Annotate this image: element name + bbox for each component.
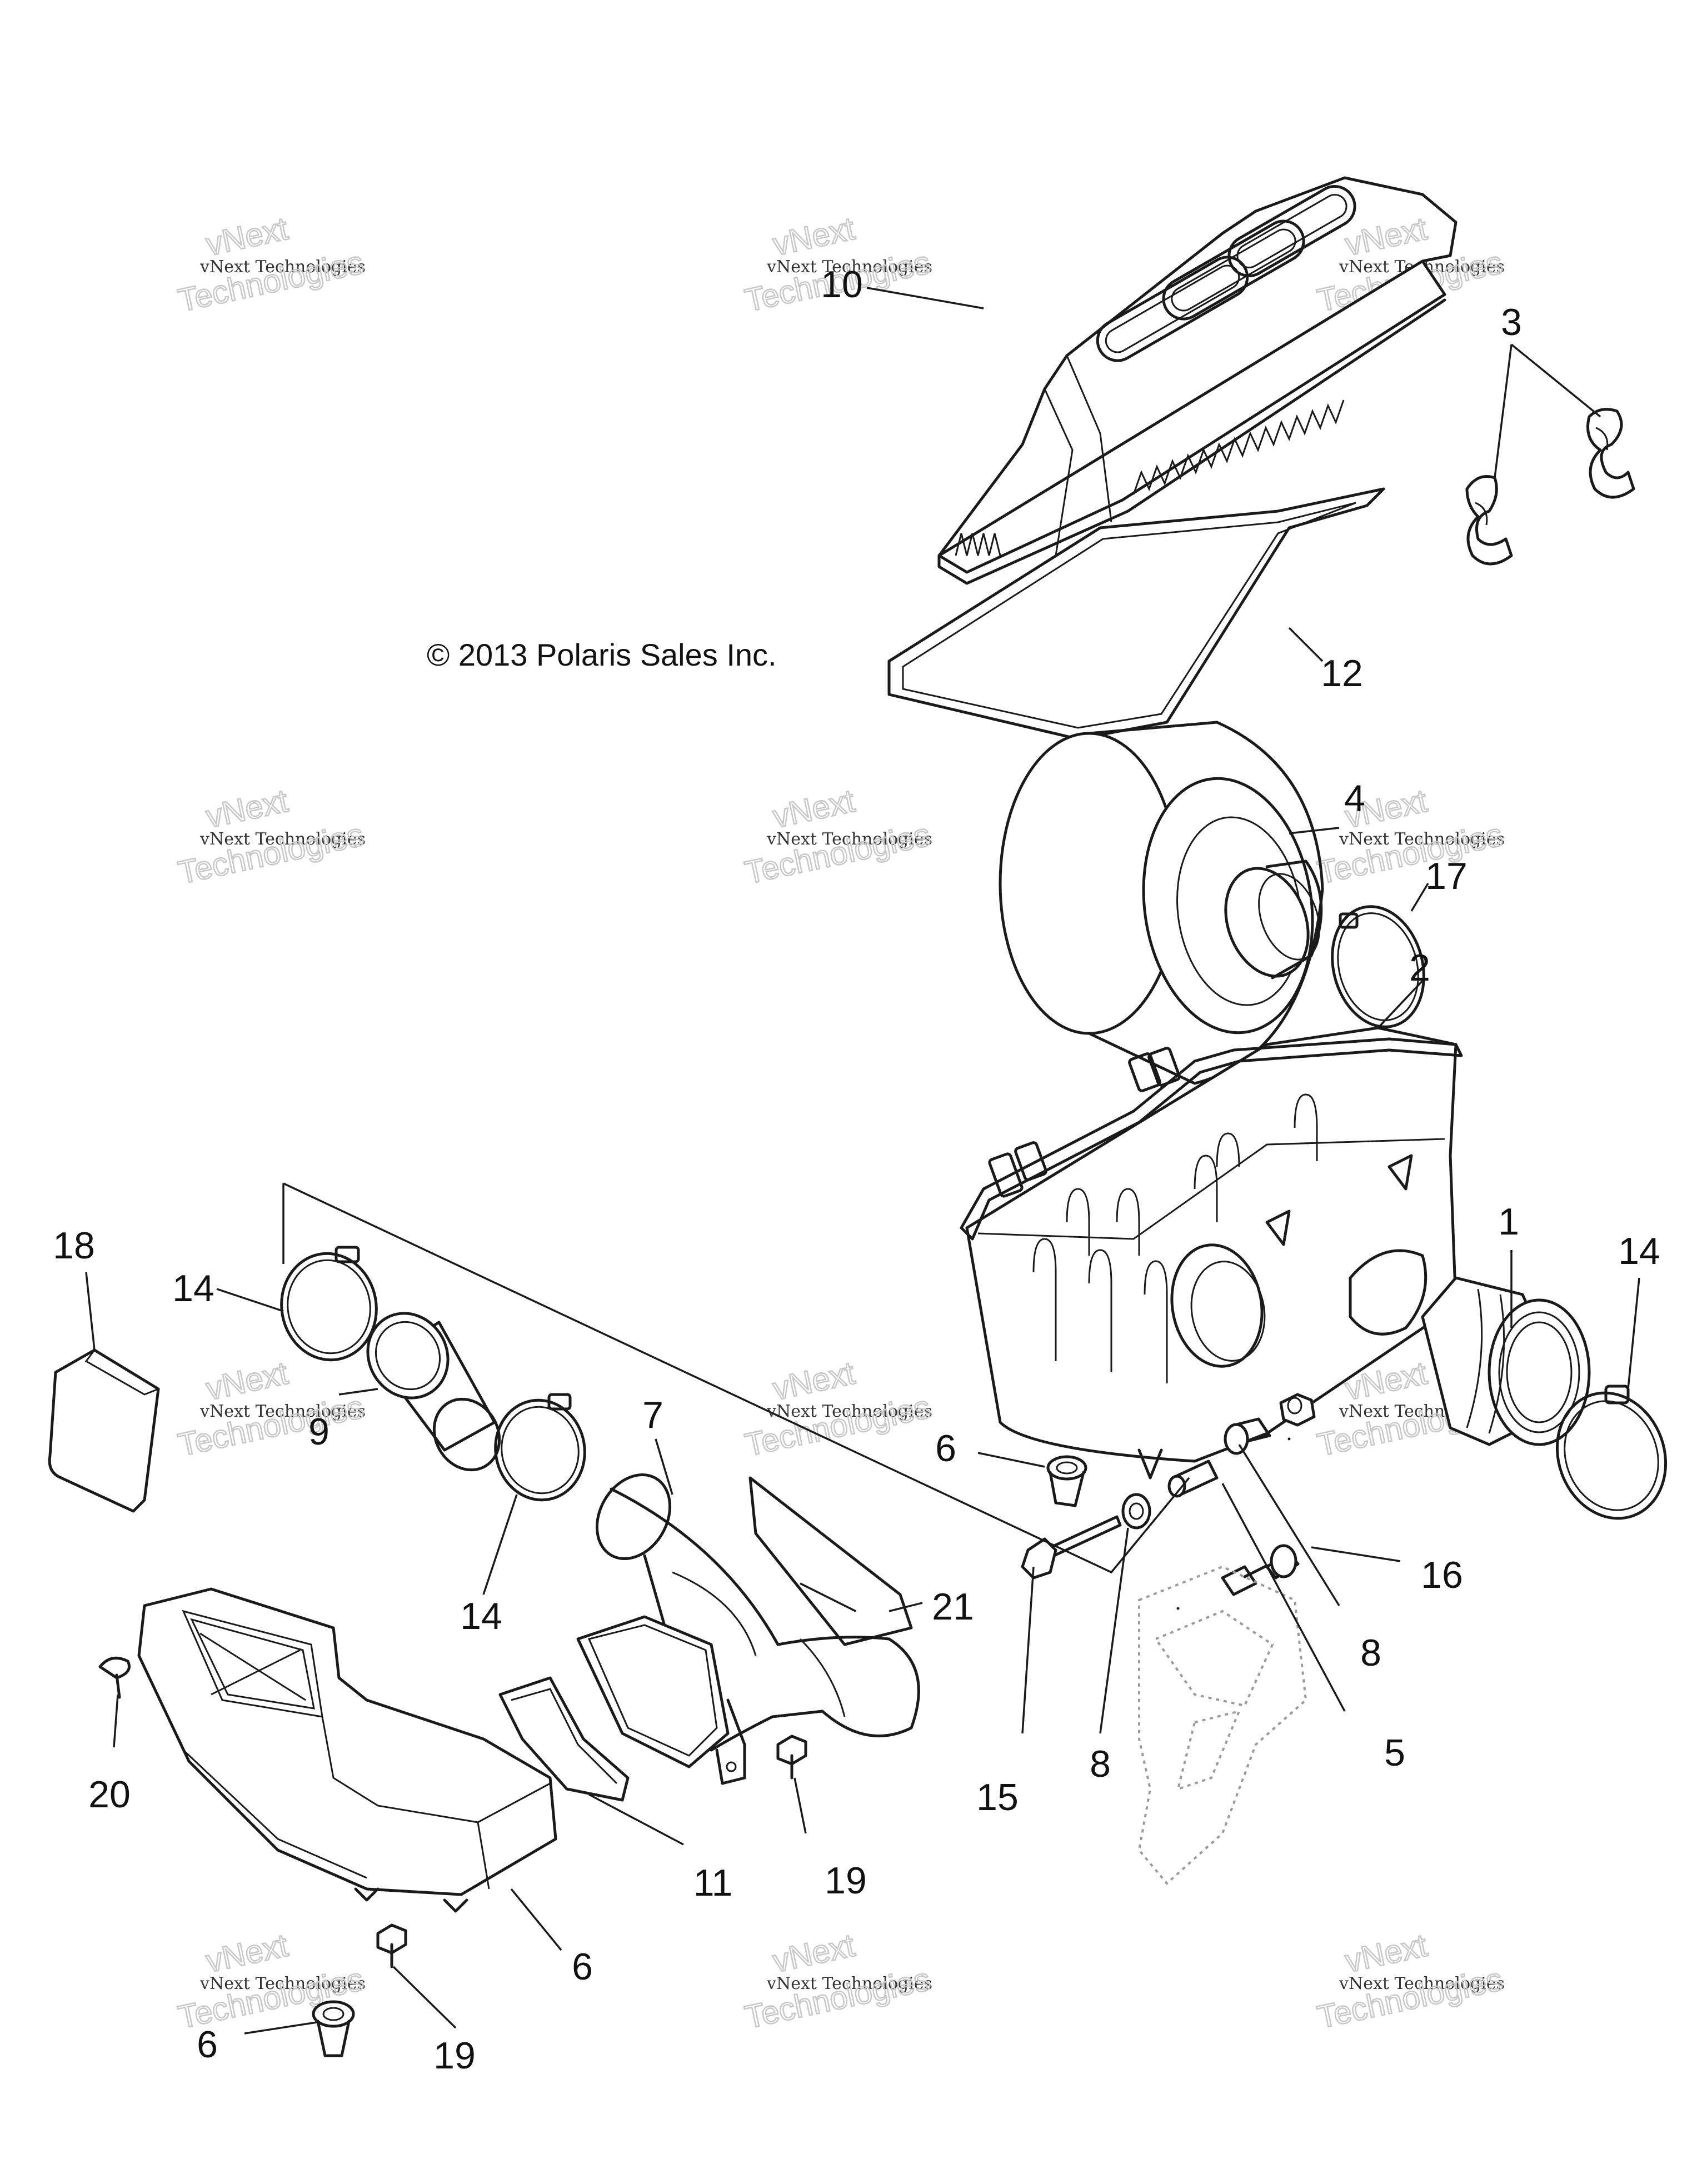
watermark-big-1: vNext	[770, 783, 858, 835]
callout-15: 15	[976, 1776, 1019, 1818]
watermark-small: vNext Technologies	[199, 257, 366, 277]
part-clips	[1465, 408, 1635, 566]
callout-9: 9	[308, 1411, 330, 1453]
watermark: vNext vNext Technologies Technologies	[174, 782, 367, 892]
callout-2: 2	[1409, 947, 1430, 989]
watermark: vNext vNext Technologies Technologies	[741, 1926, 934, 2036]
watermark-big-2: Technologies	[175, 244, 367, 319]
part-intake-duct	[576, 1473, 920, 1785]
assembly-lines	[282, 1182, 1190, 1574]
part-fasteners	[98, 1656, 807, 2057]
watermark-small: vNext Technologies	[1339, 829, 1505, 849]
watermark-big-2: Technologies	[742, 1961, 934, 2036]
callout-10: 10	[821, 263, 863, 306]
part-decal	[748, 1476, 913, 1646]
watermark-small: vNext Technologies	[199, 1402, 366, 1421]
callouts: 10 3 12 4 17 2 1 14 18 14 9 7 6 14 21 16…	[53, 263, 1660, 2077]
watermark-big-2: Technologies	[1314, 1961, 1506, 2036]
leader-lines	[85, 287, 1640, 2035]
watermark-small: vNext Technologies	[199, 829, 366, 849]
watermark: vNext vNext Technologies Technologies	[741, 782, 934, 892]
callout-14: 14	[460, 1595, 502, 1637]
part-airbox-cover	[937, 176, 1458, 585]
watermark-big-1: vNext	[203, 1927, 291, 1980]
callout-3: 3	[1501, 301, 1522, 343]
callout-12: 12	[1321, 652, 1363, 694]
watermark-big-2: Technologies	[742, 817, 934, 891]
callout-5: 5	[1384, 1732, 1405, 1774]
watermark-big-1: vNext	[203, 783, 291, 835]
part-duct-seal	[498, 1676, 630, 1802]
callout-4: 4	[1344, 777, 1365, 819]
watermark: vNext vNext Technologies Technologies	[1314, 782, 1506, 892]
watermark-big-2: Technologies	[175, 817, 367, 891]
part-airbox-seal	[887, 487, 1385, 741]
callout-19: 19	[433, 2035, 476, 2077]
watermark-big-1: vNext	[1342, 211, 1430, 263]
watermark-big-2: Technologies	[1314, 817, 1506, 891]
watermark-small: vNext Technologies	[766, 829, 932, 849]
watermark: vNext vNext Technologies Technologies	[1314, 1926, 1506, 2036]
callout-11: 6	[572, 1946, 593, 1988]
watermark: vNext vNext Technologies Technologies	[174, 209, 367, 319]
part-coupler	[366, 1312, 501, 1472]
callout-18: 18	[53, 1225, 95, 1267]
watermark-small: vNext Technologies	[766, 1974, 932, 1993]
watermark-big-1: vNext	[770, 1355, 858, 1407]
part-hose-clamp	[280, 1246, 378, 1362]
callout-1: 1	[1498, 1201, 1519, 1243]
watermark-big-1: vNext	[770, 1927, 858, 1980]
callout-6: 6	[935, 1427, 956, 1470]
watermark-small: vNext Technologies	[199, 1974, 366, 1993]
part-airbox-base	[960, 1026, 1463, 1480]
callout-17: 17	[1425, 855, 1468, 897]
copyright-notice: © 2013 Polaris Sales Inc.	[427, 637, 777, 672]
part-pad	[48, 1348, 160, 1513]
part-hose-clamp	[494, 1393, 586, 1502]
callout-8: 8	[1090, 1743, 1111, 1785]
watermark-big-1: vNext	[1342, 1927, 1430, 1980]
callout-14: 14	[172, 1267, 214, 1310]
part-filter-clamp	[1331, 905, 1425, 1028]
part-hose-clamp	[1555, 1385, 1668, 1520]
watermark: vNext vNext Technologies Technologies	[174, 1354, 367, 1464]
callout-8: 8	[1360, 1632, 1381, 1674]
watermark-big-2: Technologies	[742, 1389, 934, 1463]
part-outlet-boot	[1421, 1276, 1591, 1446]
callout-20: 20	[88, 1773, 131, 1816]
watermark-big-1: vNext	[203, 1355, 291, 1407]
callout-7: 7	[642, 1394, 663, 1436]
watermark-small: vNext Technologies	[766, 257, 932, 277]
watermark-big-1: vNext	[770, 211, 858, 263]
watermark-small: vNext Technologies	[1339, 1974, 1505, 1993]
watermark-small: vNext Technologies	[766, 1402, 932, 1421]
part-hardware	[1021, 1393, 1316, 1610]
callout-21: 21	[932, 1586, 974, 1628]
callout-16: 16	[1421, 1554, 1463, 1596]
ghost-mounting-bracket	[1137, 1565, 1307, 1885]
watermark: vNext vNext Technologies Technologies	[741, 1354, 934, 1464]
part-air-filter	[999, 721, 1324, 1085]
watermark-big-1: vNext	[203, 211, 291, 263]
part-drain-valve	[1046, 1455, 1087, 1507]
callout-19: 19	[825, 1860, 867, 1902]
part-intake-housing	[137, 1587, 557, 1913]
callout-14: 14	[1618, 1230, 1660, 1272]
watermark-big-2: Technologies	[175, 1389, 367, 1463]
callout-13: 11	[693, 1862, 733, 1904]
callout-6: 6	[197, 2023, 218, 2066]
